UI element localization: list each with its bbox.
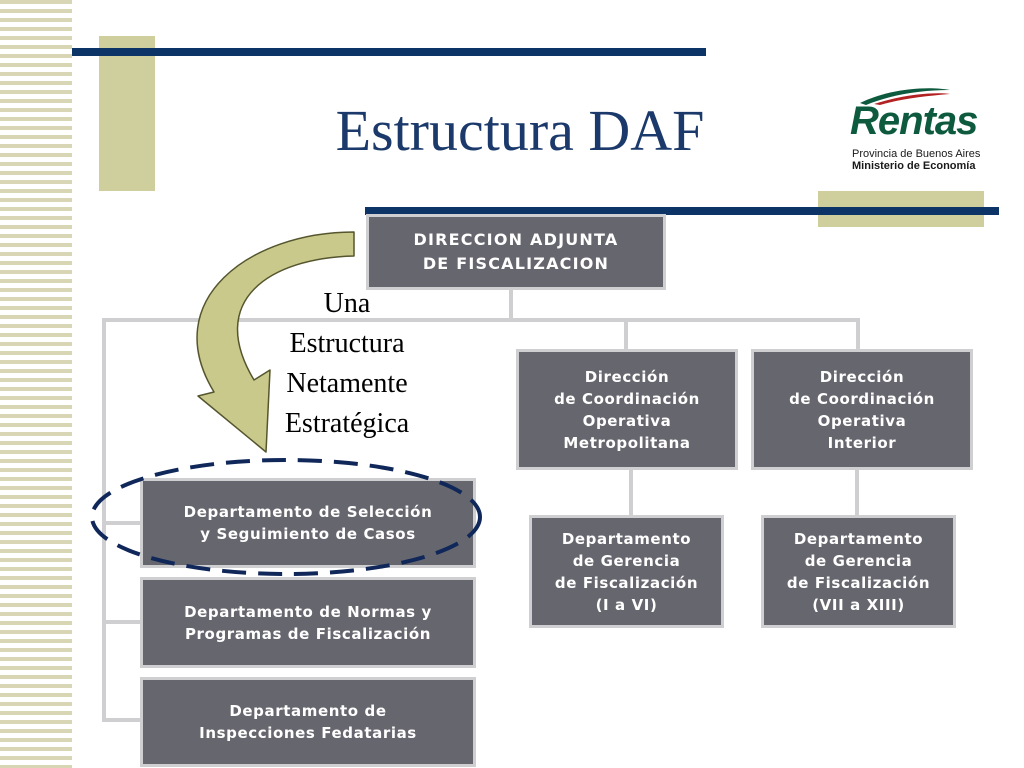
logo-wordmark: Rentas [850,99,978,143]
callout-text: Una Estructura Netamente Estratégica [284,288,410,439]
org-box-direccion-adjunta: DIRECCION ADJUNTA DE FISCALIZACION [366,214,666,290]
olive-bar-vertical [99,36,155,191]
connector-to-metropolitana [624,318,628,351]
org-box-gerencia-vii-xiii: Departamento de Gerencia de Fiscalizació… [761,515,956,628]
logo-ministry: Ministerio de Economía [852,160,976,172]
rentas-logo: Rentas Provincia de Buenos Aires Ministe… [850,86,1010,178]
navy-bar-top [72,48,706,56]
connector-to-seleccion [102,521,142,525]
org-box-depto-inspecciones: Departamento de Inspecciones Fedatarias [140,677,476,767]
org-box-depto-seleccion: Departamento de Selección y Seguimiento … [140,478,476,568]
org-box-depto-normas: Departamento de Normas y Programas de Fi… [140,577,476,668]
org-box-gerencia-i-vi: Departamento de Gerencia de Fiscalizació… [529,515,724,628]
navy-bar-middle [365,207,999,215]
connector-interior-to-gerencia [855,468,859,517]
org-box-direccion-metropolitana: Dirección de Coordinación Operativa Metr… [516,349,738,470]
decorative-stripes [0,0,72,768]
connector-left-vertical [102,318,106,722]
logo-swoosh-icon [860,88,950,105]
connector-root-down [509,288,513,320]
slide-title: Estructura DAF [335,98,705,163]
org-box-direccion-interior: Dirección de Coordinación Operativa Inte… [751,349,973,470]
connector-to-interior [856,318,860,351]
connector-horizontal-main [102,318,860,322]
logo-province: Provincia de Buenos Aires [852,148,981,160]
highlight-ellipse [90,458,482,576]
connector-to-inspecciones [102,718,142,722]
connector-to-normas [102,620,142,624]
curved-arrow-icon [196,231,355,453]
connector-metro-to-gerencia [629,468,633,517]
